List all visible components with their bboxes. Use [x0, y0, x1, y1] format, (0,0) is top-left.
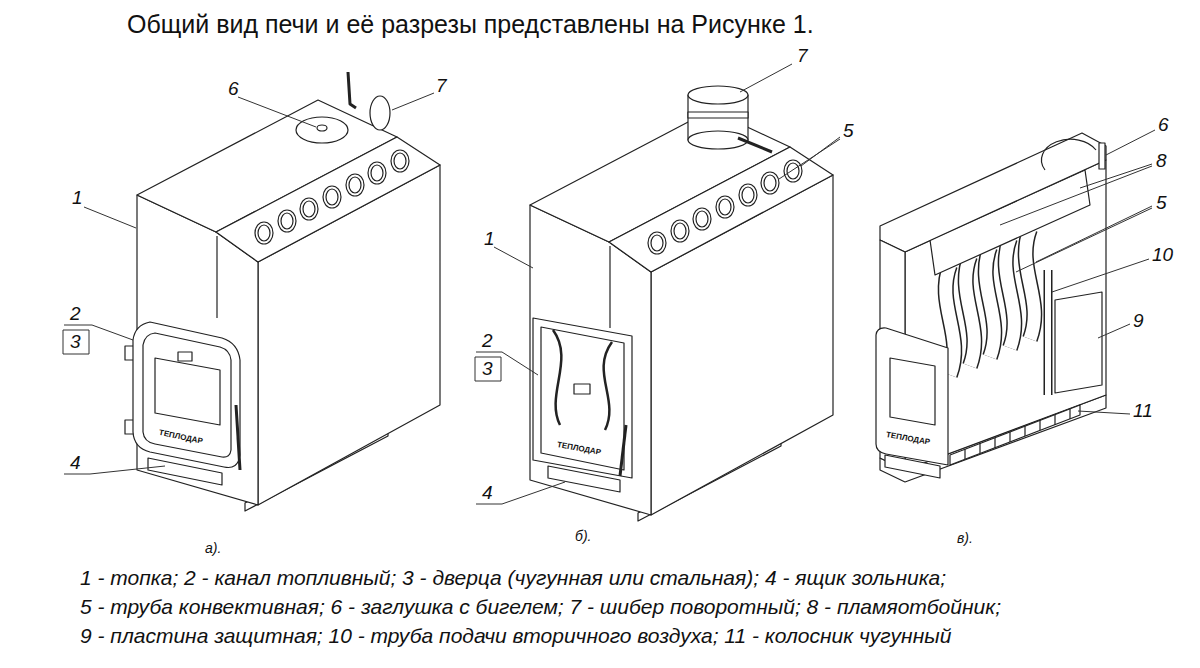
convection-tube	[966, 256, 975, 366]
door-handle	[236, 405, 240, 470]
callout-number: 7	[436, 75, 447, 97]
callout-number: 3	[70, 331, 81, 353]
secondary-air-tube	[1044, 270, 1053, 395]
cast-door	[876, 328, 948, 465]
leader-line	[476, 482, 565, 504]
convection-tube	[986, 247, 995, 357]
view-label: в).	[957, 530, 973, 546]
callout-number: 9	[1133, 310, 1144, 332]
leader-line	[1106, 130, 1155, 155]
leader-line	[494, 247, 533, 268]
damper-rod	[348, 72, 356, 108]
callout-number: 8	[1156, 150, 1167, 172]
damper-pipe	[370, 96, 390, 130]
callout-number: 4	[70, 452, 81, 474]
callout-number: 11	[1133, 400, 1153, 422]
callout-number: 6	[228, 78, 239, 100]
leader-line	[392, 93, 434, 110]
callout-number: 4	[482, 482, 493, 504]
damper-rod	[738, 138, 772, 152]
convection-tube	[1026, 229, 1035, 339]
leader-line	[740, 64, 792, 92]
leader-line	[779, 139, 840, 179]
steel-door	[533, 318, 632, 478]
callout-number: 3	[482, 358, 493, 380]
door-vent	[574, 384, 590, 394]
protective-plate	[1055, 292, 1102, 393]
callout-number: 10	[1152, 244, 1173, 266]
legend-line: 1 - топка; 2 - канал топливный; 3 - двер…	[80, 566, 946, 590]
leader-line	[1078, 411, 1130, 414]
legend-line: 5 - труба конвективная; 6 - заглушка с б…	[80, 595, 1001, 619]
callout-box	[475, 357, 501, 381]
cast-door	[133, 322, 240, 468]
leader-line	[1000, 166, 1152, 225]
door-handle	[620, 425, 626, 476]
secondary-air-tube	[1045, 270, 1051, 395]
callout-number: 6	[1158, 114, 1169, 136]
callout-number: 1	[72, 187, 83, 209]
cap-bracket	[1099, 143, 1105, 169]
legend-line: 9 - пластина защитная; 10 - труба подачи…	[80, 624, 951, 648]
stove-body	[137, 100, 440, 511]
leader-line	[1052, 259, 1149, 292]
cap-lid	[296, 117, 348, 143]
callout-number: 7	[797, 45, 808, 67]
door-rim	[541, 327, 624, 470]
flue-opening	[1041, 139, 1096, 170]
door-rim	[143, 333, 231, 457]
leader-line	[1098, 324, 1130, 338]
callout-number: 5	[843, 120, 854, 142]
door-window	[155, 358, 220, 425]
convection-tube	[966, 256, 975, 366]
grate	[950, 405, 1080, 465]
leader-line	[84, 207, 136, 228]
leader-line	[238, 97, 316, 127]
door-window	[890, 358, 935, 425]
callout-number: 5	[1156, 192, 1167, 214]
cap-knob	[317, 125, 327, 131]
convection-tube	[1006, 238, 1015, 348]
figure-title: Общий вид печи и её разрезы представлены…	[127, 10, 814, 39]
door-vent	[178, 352, 192, 361]
view-label: б).	[575, 528, 591, 544]
damper-pipe-top	[688, 86, 748, 104]
callout-number: 1	[484, 228, 495, 250]
door-decor	[553, 330, 561, 425]
convection-tube	[986, 247, 995, 357]
view-label: а).	[205, 540, 221, 556]
stove-body	[530, 110, 833, 521]
convection-tube	[1006, 238, 1015, 348]
door-decor	[604, 342, 612, 430]
damper-ring	[688, 112, 748, 118]
top-panel	[880, 133, 1106, 252]
callout-box	[63, 330, 89, 354]
leader-line	[1016, 208, 1152, 272]
callout-number: 2	[482, 330, 493, 352]
leader-line	[1080, 164, 1152, 188]
convection-tube	[1026, 229, 1035, 339]
callout-number: 2	[70, 303, 81, 325]
leader-line	[1036, 206, 1152, 262]
grate-slats	[965, 409, 1070, 459]
